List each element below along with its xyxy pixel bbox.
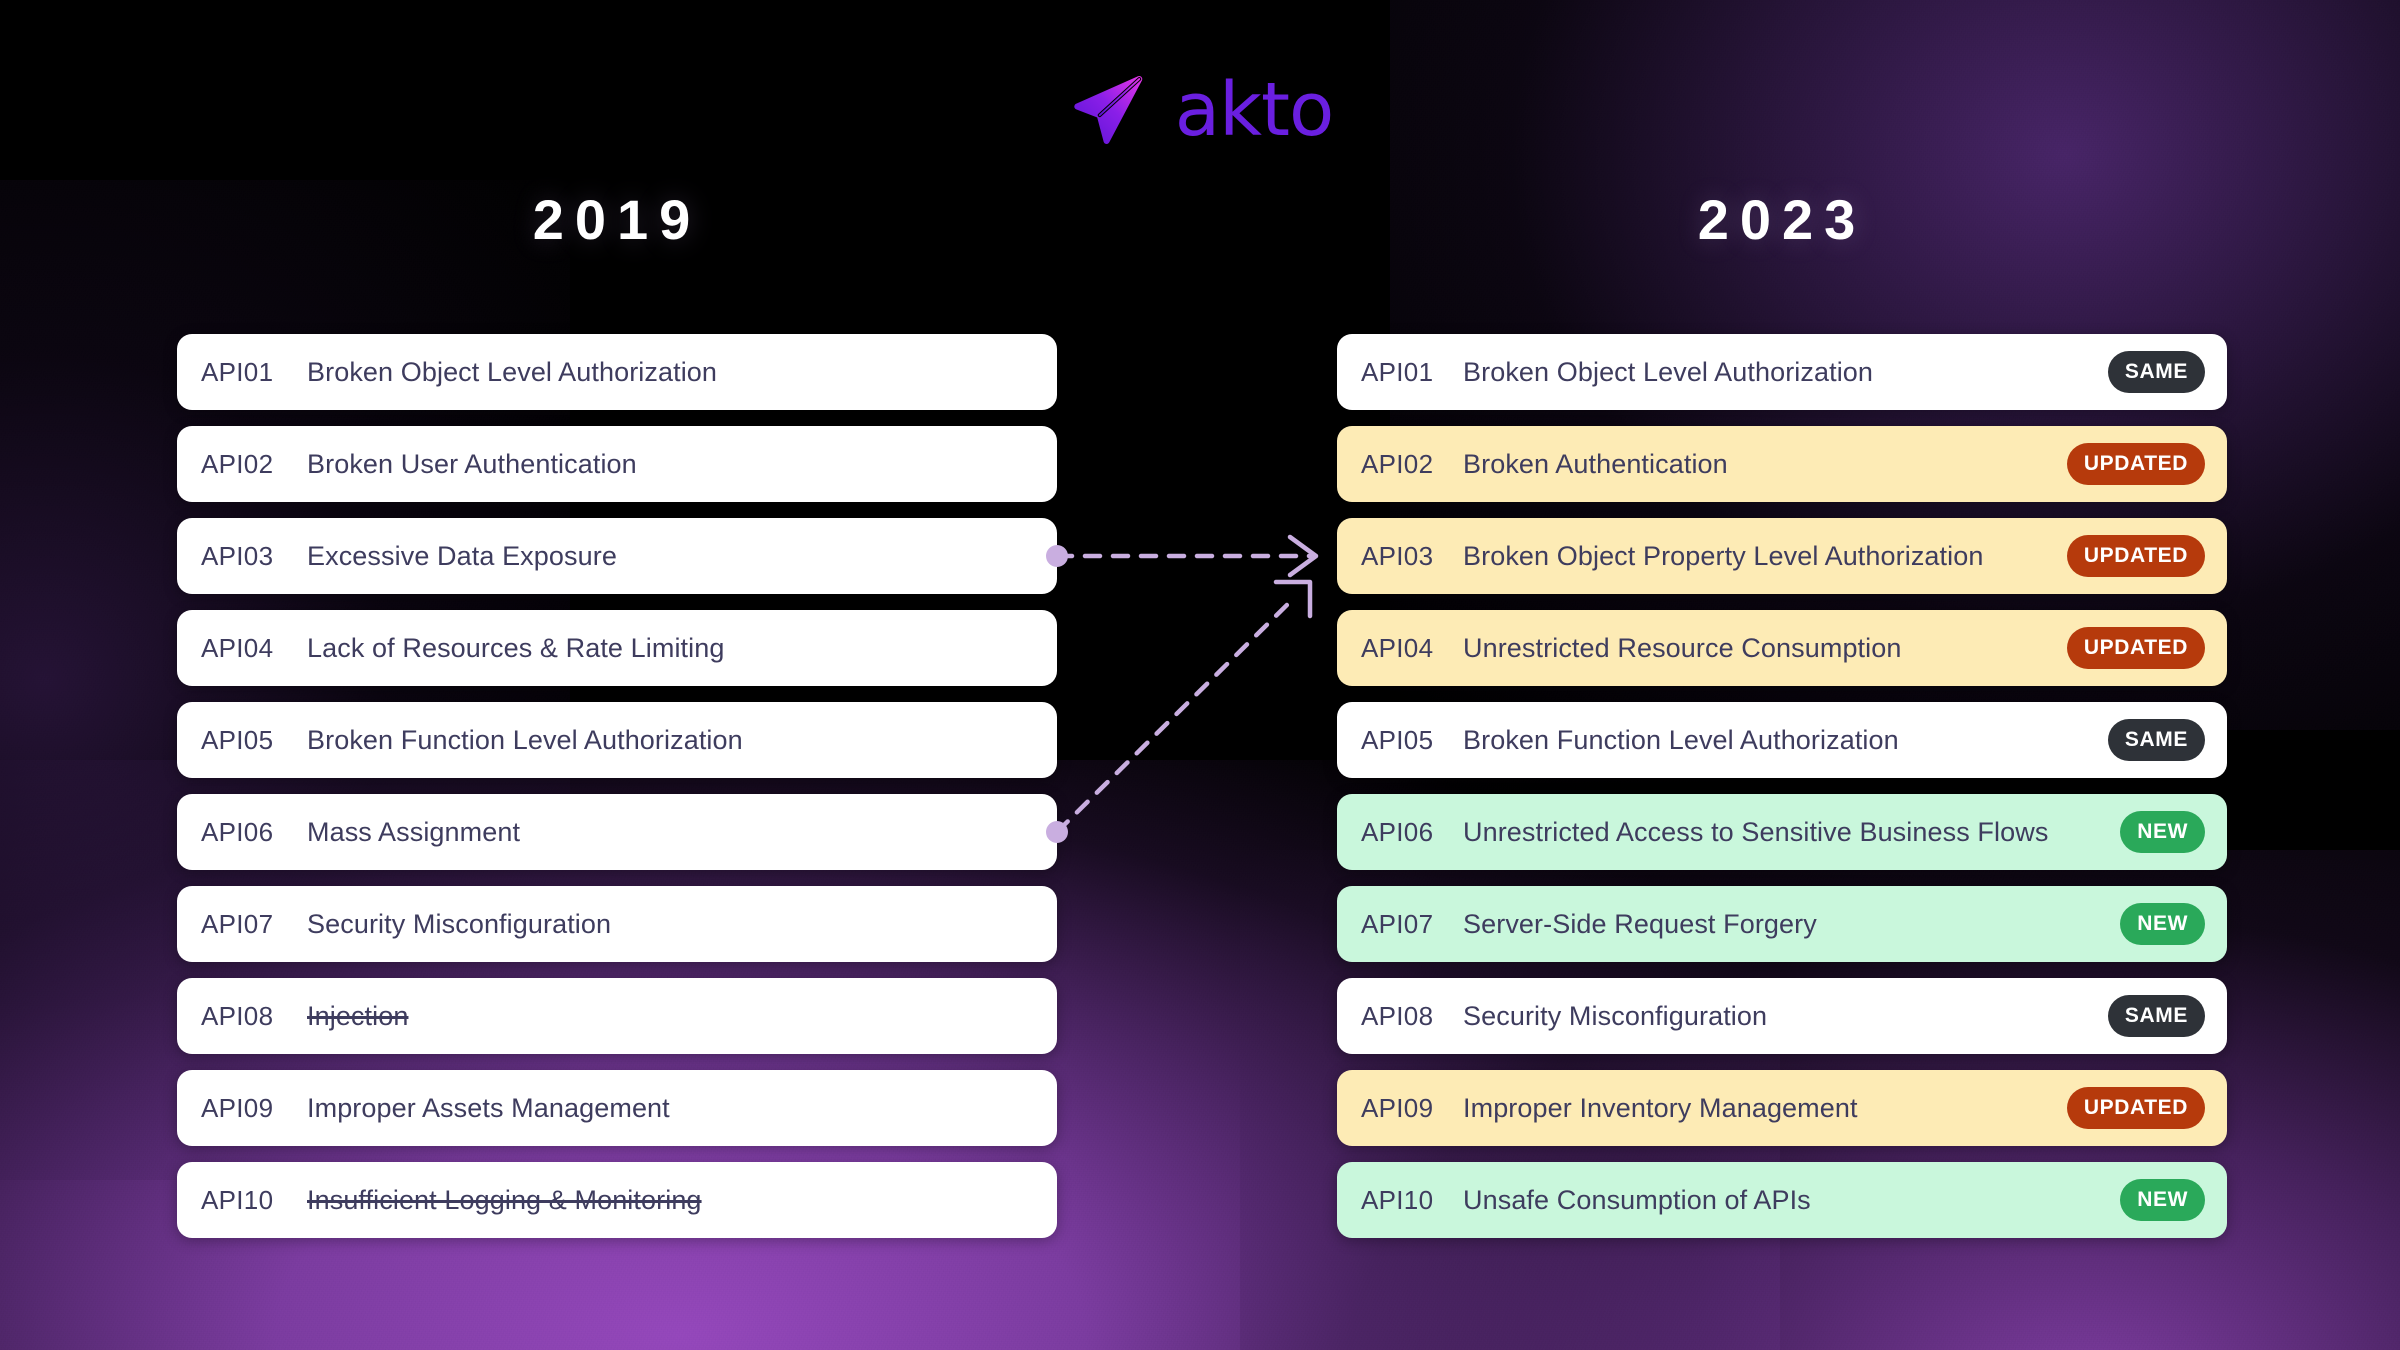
item-label: Broken Object Level Authorization (307, 356, 718, 387)
list-item-2019-api09[interactable]: API09 Improper Assets Management (177, 1070, 1057, 1146)
list-item-2019-api05[interactable]: API05 Broken Function Level Authorization (177, 702, 1057, 778)
list-item-2019-api10[interactable]: API10 Insufficient Logging & Monitoring (177, 1162, 1057, 1238)
item-code: API01 (201, 356, 274, 387)
list-item-2019-api03[interactable]: API03 Excessive Data Exposure (177, 518, 1057, 594)
brand-wordmark: akto (1174, 67, 1334, 153)
item-code: API10 (201, 1184, 274, 1215)
item-code: API01 (1361, 356, 1434, 387)
list-item-2023-api08[interactable]: API08 Security Misconfiguration SAME (1337, 978, 2227, 1054)
item-label: Broken Object Level Authorization (1463, 356, 1874, 387)
item-label: Broken Object Property Level Authorizati… (1463, 540, 1984, 571)
item-code: API06 (201, 816, 274, 847)
status-badge-same: SAME (2107, 351, 2205, 393)
list-item-2023-api06[interactable]: API06 Unrestricted Access to Sensitive Bu… (1337, 794, 2227, 870)
status-badge-updated: UPDATED (2066, 1087, 2205, 1129)
item-code: API08 (1361, 1000, 1434, 1031)
item-code: API09 (201, 1092, 274, 1123)
item-label: Mass Assignment (307, 816, 521, 847)
connector-api06-to-api03 (1054, 593, 1299, 835)
list-item-2023-api05[interactable]: API05 Broken Function Level Authorization… (1337, 702, 2227, 778)
item-label-removed: Insufficient Logging & Monitoring (307, 1184, 702, 1215)
item-code: API08 (201, 1000, 274, 1031)
status-badge-new: NEW (2120, 811, 2205, 853)
item-code: API09 (1361, 1092, 1434, 1123)
item-code: API04 (201, 632, 274, 663)
column-title-2019: 2019 (532, 188, 702, 251)
item-label: Security Misconfiguration (1463, 1000, 1768, 1031)
brand-logo: akto (0, 62, 2400, 158)
item-code: API03 (1361, 540, 1434, 571)
item-label: Excessive Data Exposure (307, 540, 617, 571)
connector-arrowhead-2 (1273, 579, 1313, 619)
item-label: Unrestricted Resource Consumption (1463, 632, 1902, 663)
list-item-2023-api07[interactable]: API07 Server-Side Request Forgery NEW (1337, 886, 2227, 962)
item-code: API03 (201, 540, 274, 571)
list-item-2023-api09[interactable]: API09 Improper Inventory Management UPDATE… (1337, 1070, 2227, 1146)
connector-arrowhead-1 (1287, 534, 1319, 578)
status-badge-updated: UPDATED (2066, 627, 2205, 669)
item-code: API07 (1361, 908, 1434, 939)
column-title-2023: 2023 (1697, 188, 1867, 251)
list-item-2023-api01[interactable]: API01 Broken Object Level Authorization SA… (1337, 334, 2227, 410)
list-item-2023-api02[interactable]: API02 Broken Authentication UPDATED (1337, 426, 2227, 502)
item-label: Improper Assets Management (307, 1092, 670, 1123)
list-item-2023-api03[interactable]: API03 Broken Object Property Level Author… (1337, 518, 2227, 594)
list-item-2019-api08[interactable]: API08 Injection (177, 978, 1057, 1054)
item-label: Broken User Authentication (307, 448, 637, 479)
item-code: API05 (1361, 724, 1434, 755)
item-label: Broken Function Level Authorization (307, 724, 743, 755)
status-badge-new: NEW (2120, 903, 2205, 945)
list-item-2019-api02[interactable]: API02 Broken User Authentication (177, 426, 1057, 502)
item-label: Security Misconfiguration (307, 908, 612, 939)
list-item-2019-api04[interactable]: API04 Lack of Resources & Rate Limiting (177, 610, 1057, 686)
item-code: API10 (1361, 1184, 1434, 1215)
list-item-2019-api01[interactable]: API01 Broken Object Level Authorization (177, 334, 1057, 410)
item-label: Broken Authentication (1463, 448, 1728, 479)
item-code: API04 (1361, 632, 1434, 663)
item-label: Broken Function Level Authorization (1463, 724, 1899, 755)
status-badge-same: SAME (2107, 719, 2205, 761)
akto-paper-plane-logo-icon (1074, 76, 1142, 144)
item-label: Improper Inventory Management (1463, 1092, 1858, 1123)
status-badge-updated: UPDATED (2066, 535, 2205, 577)
item-label: Lack of Resources & Rate Limiting (307, 632, 725, 663)
list-item-2019-api07[interactable]: API07 Security Misconfiguration (177, 886, 1057, 962)
list-item-2023-api04[interactable]: API04 Unrestricted Resource Consumption UP… (1337, 610, 2227, 686)
item-code: API07 (201, 908, 274, 939)
list-item-2019-api06[interactable]: API06 Mass Assignment (177, 794, 1057, 870)
status-badge-new: NEW (2120, 1179, 2205, 1221)
item-label: Server-Side Request Forgery (1463, 908, 1817, 939)
item-label: Unrestricted Access to Sensitive Busines… (1463, 816, 2049, 847)
item-code: API05 (201, 724, 274, 755)
item-label-removed: Injection (307, 1000, 409, 1031)
item-code: API02 (201, 448, 274, 479)
status-badge-same: SAME (2107, 995, 2205, 1037)
item-label: Unsafe Consumption of APIs (1463, 1184, 1811, 1215)
item-code: API02 (1361, 448, 1434, 479)
item-code: API06 (1361, 816, 1434, 847)
list-item-2023-api10[interactable]: API10 Unsafe Consumption of APIs NEW (1337, 1162, 2227, 1238)
status-badge-updated: UPDATED (2066, 443, 2205, 485)
